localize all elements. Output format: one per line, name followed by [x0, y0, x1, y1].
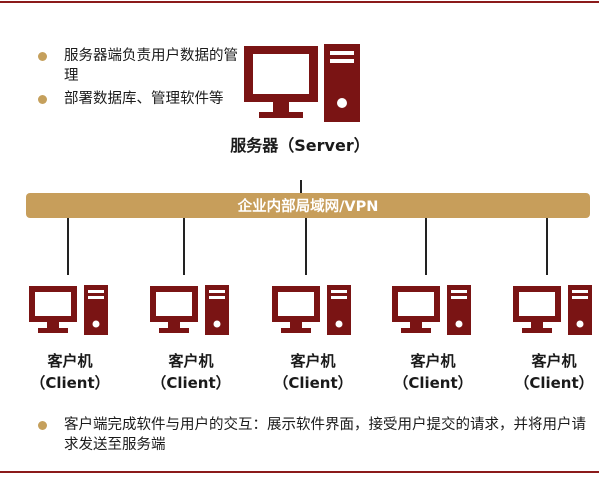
client-sub: （Client） — [30, 374, 110, 392]
lan-network-label: 企业内部局域网/VPN — [237, 199, 379, 215]
bottom-divider — [0, 471, 599, 473]
top-divider — [0, 1, 599, 3]
client-name: 客户机 — [168, 352, 214, 370]
client-computer-icon — [272, 285, 351, 335]
client-bullet-item: 客户端完成软件与用户的交互：展示软件界面，接受用户提交的请求，并将用户请求发送至… — [38, 415, 598, 455]
server-bullet-item: 服务器端负责用户数据的管理 — [38, 46, 238, 86]
client-node: 客户机 （Client） — [499, 284, 599, 394]
connector-line — [67, 218, 69, 275]
client-computer-icon — [392, 285, 471, 335]
server-description-list: 服务器端负责用户数据的管理 部署数据库、管理软件等 — [38, 46, 238, 112]
server-computer-icon — [244, 44, 360, 122]
client-name: 客户机 — [410, 352, 456, 370]
client-name: 客户机 — [531, 352, 577, 370]
client-node: 客户机 （Client） — [378, 284, 488, 394]
server-bullet-text: 服务器端负责用户数据的管理 — [64, 48, 238, 84]
client-computer-icon — [29, 285, 108, 335]
client-node: 客户机 （Client） — [15, 284, 125, 394]
connector-line — [425, 218, 427, 275]
client-sub: （Client） — [514, 374, 594, 392]
client-name: 客户机 — [47, 352, 93, 370]
connector-line — [183, 218, 185, 275]
connector-line — [546, 218, 548, 275]
connector-line — [300, 180, 302, 193]
client-node: 客户机 （Client） — [258, 284, 368, 394]
client-computer-icon — [513, 285, 592, 335]
bullet-dot-icon — [38, 95, 47, 104]
client-description-list: 客户端完成软件与用户的交互：展示软件界面，接受用户提交的请求，并将用户请求发送至… — [38, 415, 598, 455]
server-bullet-text: 部署数据库、管理软件等 — [64, 91, 224, 107]
lan-network-bar: 企业内部局域网/VPN — [26, 193, 590, 218]
bullet-dot-icon — [38, 421, 47, 430]
client-bullet-text: 客户端完成软件与用户的交互：展示软件界面，接受用户提交的请求，并将用户请求发送至… — [64, 417, 586, 453]
connector-line — [305, 218, 307, 275]
client-sub: （Client） — [393, 374, 473, 392]
server-bullet-item: 部署数据库、管理软件等 — [38, 89, 238, 109]
client-sub: （Client） — [151, 374, 231, 392]
server-label: 服务器（Server） — [230, 136, 370, 155]
bullet-dot-icon — [38, 52, 47, 61]
client-node: 客户机 （Client） — [136, 284, 246, 394]
client-computer-icon — [150, 285, 229, 335]
client-name: 客户机 — [290, 352, 336, 370]
client-sub: （Client） — [273, 374, 353, 392]
